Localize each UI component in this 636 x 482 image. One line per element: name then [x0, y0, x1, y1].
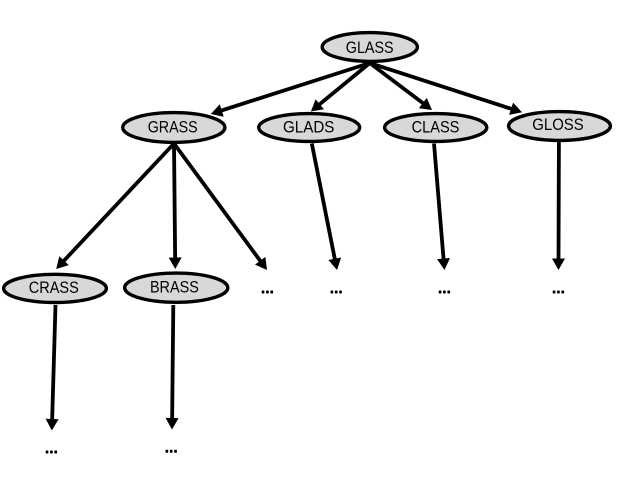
- svg-text:GLOSS: GLOSS: [532, 115, 583, 134]
- svg-text:GLASS: GLASS: [346, 38, 394, 57]
- svg-text:CLASS: CLASS: [412, 118, 460, 137]
- svg-text:GLADS: GLADS: [283, 118, 334, 137]
- svg-text:CRASS: CRASS: [29, 278, 79, 297]
- svg-text:BRASS: BRASS: [150, 278, 199, 297]
- svg-text:GRASS: GRASS: [148, 118, 198, 137]
